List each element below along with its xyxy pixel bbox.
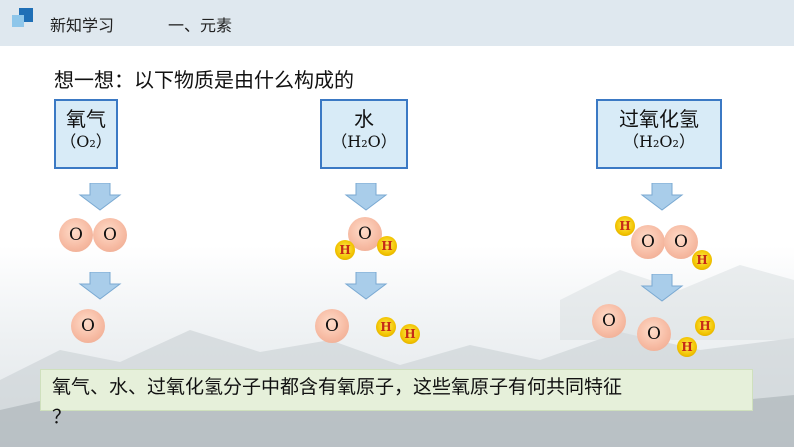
hydrogen-atom: H bbox=[377, 236, 397, 256]
question-text: 想一想：以下物质是由什么构成的 bbox=[54, 68, 354, 92]
hydrogen-atom: H bbox=[400, 324, 420, 344]
substance-box-oxygen: 氧气 （O₂） bbox=[54, 99, 118, 169]
hydrogen-atom: H bbox=[376, 317, 396, 337]
oxygen-atom: O bbox=[592, 304, 626, 338]
hydrogen-atom: H bbox=[615, 216, 635, 236]
hydrogen-atom: H bbox=[692, 250, 712, 270]
substance-formula: （H₂O） bbox=[331, 132, 397, 151]
down-arrow-icon bbox=[78, 183, 122, 211]
summary-question: 氧气、水、过氧化氢分子中都含有氧原子，这些氧原子有何共同特征 bbox=[52, 376, 623, 398]
down-arrow-icon bbox=[640, 183, 684, 211]
down-arrow-icon bbox=[78, 272, 122, 300]
summary-box bbox=[40, 369, 753, 411]
hydrogen-atom: H bbox=[335, 240, 355, 260]
oxygen-atom: O bbox=[315, 309, 349, 343]
substance-box-water: 水 （H₂O） bbox=[320, 99, 408, 169]
substance-name: 过氧化氢 bbox=[619, 107, 699, 131]
summary-question-mark: ？ bbox=[52, 406, 72, 428]
logo-square-light-icon bbox=[12, 15, 24, 27]
oxygen-atom: O bbox=[637, 317, 671, 351]
down-arrow-icon bbox=[344, 183, 388, 211]
oxygen-atom: O bbox=[93, 218, 127, 252]
oxygen-atom: O bbox=[664, 225, 698, 259]
substance-name: 水 bbox=[354, 107, 374, 131]
substance-name: 氧气 bbox=[66, 107, 106, 131]
substance-formula: （H₂O₂） bbox=[623, 132, 695, 151]
substance-formula: （O₂） bbox=[60, 132, 112, 151]
oxygen-atom: O bbox=[71, 309, 105, 343]
header-title: 新知学习 bbox=[50, 16, 115, 35]
down-arrow-icon bbox=[640, 274, 684, 302]
substance-box-hydrogen-peroxide: 过氧化氢 （H₂O₂） bbox=[596, 99, 722, 169]
hydrogen-atom: H bbox=[677, 337, 697, 357]
header-section: 一、元素 bbox=[168, 16, 233, 35]
header-bar: 新知学习 一、元素 bbox=[0, 0, 794, 46]
hydrogen-atom: H bbox=[695, 316, 715, 336]
oxygen-atom: O bbox=[59, 218, 93, 252]
oxygen-atom: O bbox=[631, 225, 665, 259]
down-arrow-icon bbox=[344, 272, 388, 300]
